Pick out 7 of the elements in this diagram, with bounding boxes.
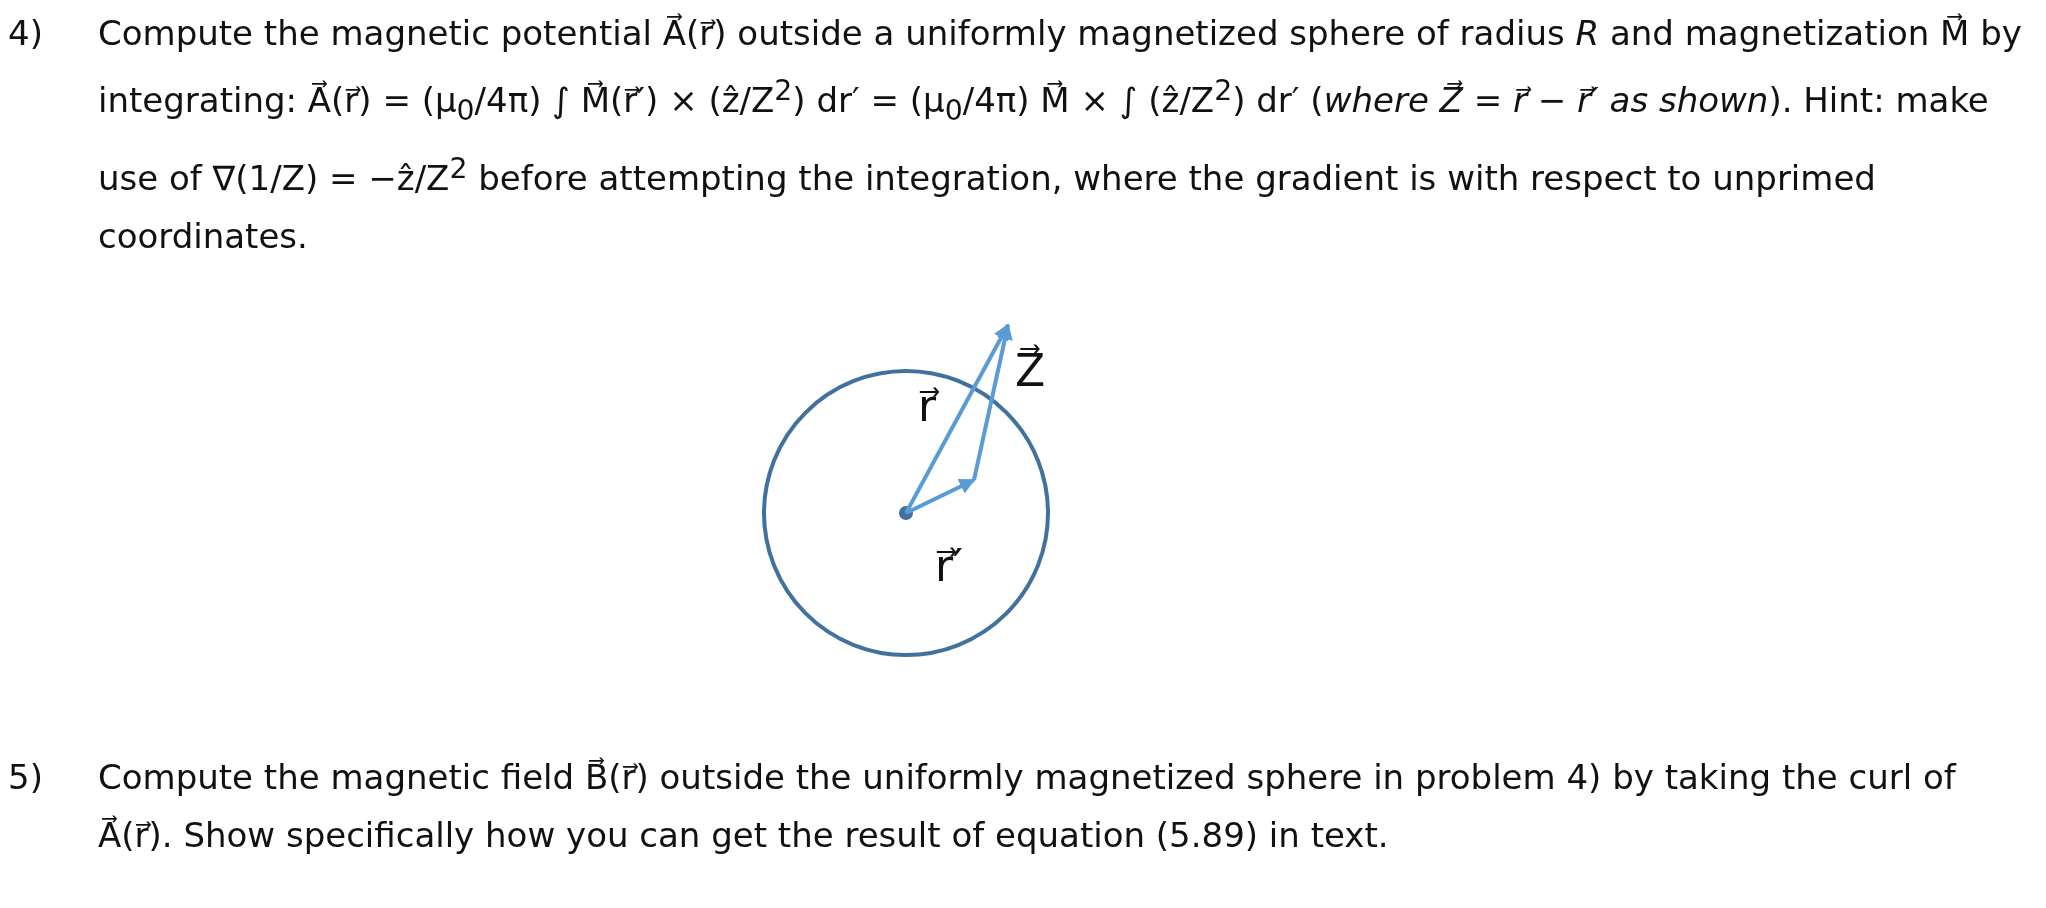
vector-label: r⃗ (918, 380, 937, 431)
vector-label: r⃗′ (935, 540, 964, 591)
vector-label: Z⃗ (1015, 345, 1046, 396)
problem-text: Compute the magnetic field B⃗(r⃗) outside the uniformly magnetized sphere in problem 4) by taking the curl of A⃗(r⃗). Show specifically how you can get the result of equation (5.89) in text. (98, 756, 1958, 857)
problem-number: 4) (8, 12, 43, 55)
problem-text: Compute the magnetic potential A⃗(r⃗) outside a uniformly magnetized sphere of radius R and magnetization M⃗ by integrating: A⃗(r⃗) = (μ$_{0}$/4π) ∫ M⃗(r⃗′) × (ẑ/Z$^{2}$) dr′ = (μ$_{0}$/4π) M⃗ × ∫ (ẑ/Z$^{2}$) dr′ (where Z⃗ = r⃗ − r⃗′ as shown). Hint: make use of ∇(1/Z) = −ẑ/Z$^{2}$ before attempting the integration, where the gradient is with respect to unprimed coordinates. (98, 12, 2023, 259)
problem-number: 5) (8, 756, 43, 799)
